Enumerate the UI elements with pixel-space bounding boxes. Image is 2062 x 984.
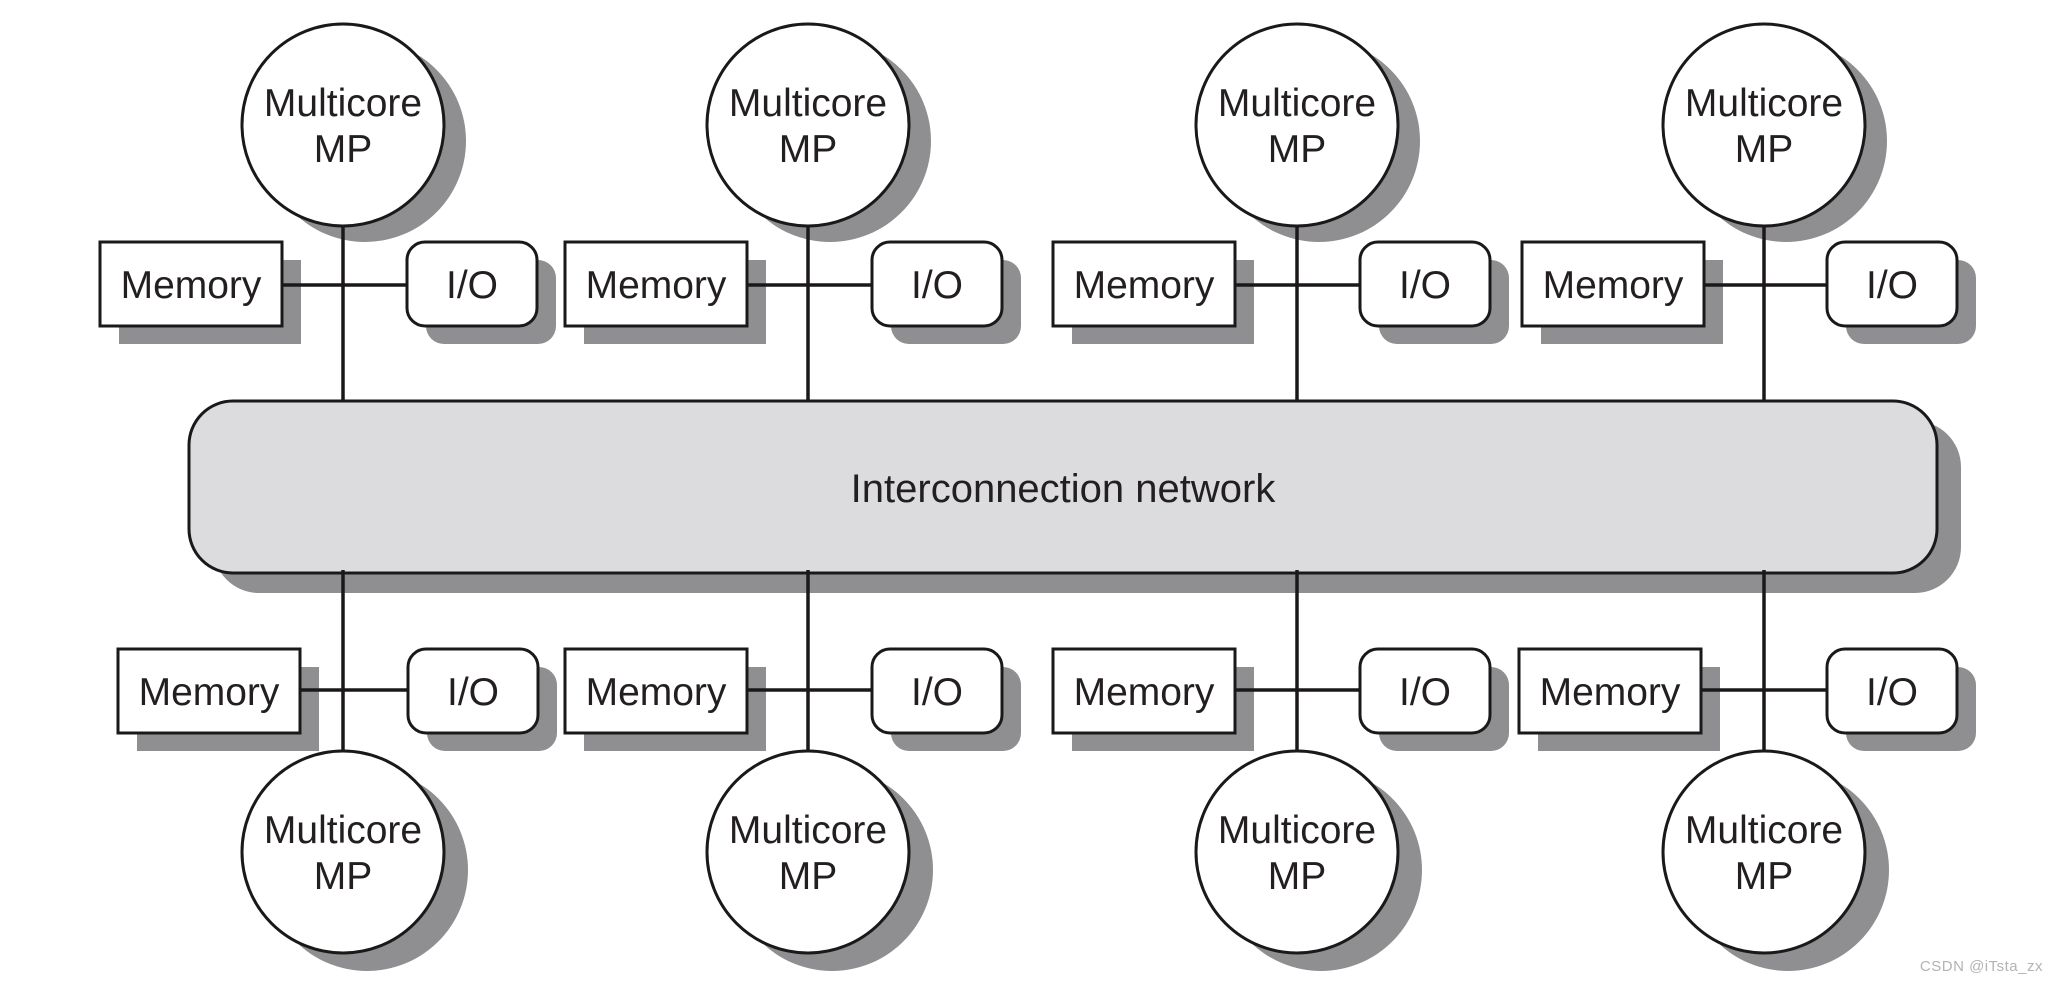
multicore-node — [1194, 749, 1400, 955]
cluster-bottom-1: Memory I/O Multicore MP — [116, 570, 557, 971]
multicore-label-line2: MP — [314, 128, 373, 171]
multicore-label-line2: MP — [1735, 855, 1794, 898]
memory-label: Memory — [1540, 671, 1681, 714]
multicore-label-line1: Multicore — [729, 809, 887, 852]
memory-label: Memory — [1543, 264, 1684, 307]
multicore-label-line1: Multicore — [1685, 809, 1843, 852]
multicore-node — [705, 22, 911, 228]
io-label: I/O — [911, 671, 963, 714]
io-node — [1358, 647, 1492, 735]
multicore-label-line1: Multicore — [264, 809, 422, 852]
memory-node — [1051, 240, 1237, 328]
memory-label: Memory — [1074, 264, 1215, 307]
multicore-node — [1661, 749, 1867, 955]
io-label: I/O — [1399, 671, 1451, 714]
io-node — [870, 240, 1004, 328]
memory-node — [563, 647, 749, 735]
io-label: I/O — [1866, 671, 1918, 714]
memory-label: Memory — [121, 264, 262, 307]
cluster-bottom-4: Memory I/O Multicore MP — [1517, 570, 1976, 971]
io-label: I/O — [447, 671, 499, 714]
memory-node — [563, 240, 749, 328]
memory-node — [116, 647, 302, 735]
interconnect-bar — [187, 399, 1939, 575]
interconnection-network: Interconnection network — [187, 399, 1961, 593]
cluster-bottom-3: Memory I/O Multicore MP — [1051, 570, 1509, 971]
memory-label: Memory — [586, 264, 727, 307]
cluster-top-2: Memory I/O Multicore MP — [563, 22, 1021, 404]
cluster-bottom-2: Memory I/O Multicore MP — [563, 570, 1021, 971]
io-node — [1358, 240, 1492, 328]
cluster-top-3: Memory I/O Multicore MP — [1051, 22, 1509, 404]
multicore-label-line1: Multicore — [1218, 809, 1376, 852]
multicore-label-line1: Multicore — [264, 82, 422, 125]
multicore-node — [705, 749, 911, 955]
memory-label: Memory — [139, 671, 280, 714]
multicore-label-line2: MP — [1268, 855, 1327, 898]
cluster-top-1: Memory I/O Multicore MP — [98, 22, 556, 404]
io-label: I/O — [1866, 264, 1918, 307]
io-node — [406, 647, 540, 735]
multicore-label-line2: MP — [1268, 128, 1327, 171]
multicore-node — [240, 749, 446, 955]
multicore-label-line1: Multicore — [729, 82, 887, 125]
multicore-node — [1194, 22, 1400, 228]
cluster-top-4: Memory I/O Multicore MP — [1520, 22, 1976, 404]
memory-label: Memory — [586, 671, 727, 714]
multicore-node — [240, 22, 446, 228]
multicore-node — [1661, 22, 1867, 228]
io-node — [405, 240, 539, 328]
watermark-text: CSDN @iTsta_zx — [1919, 958, 2043, 975]
memory-node — [98, 240, 284, 328]
io-node — [870, 647, 1004, 735]
memory-node — [1520, 240, 1706, 328]
io-label: I/O — [911, 264, 963, 307]
io-node — [1825, 647, 1959, 735]
io-node — [1825, 240, 1959, 328]
interconnect-label: Interconnection network — [851, 467, 1277, 511]
memory-label: Memory — [1074, 671, 1215, 714]
multicore-label-line2: MP — [1735, 128, 1794, 171]
memory-node — [1051, 647, 1237, 735]
memory-node — [1517, 647, 1703, 735]
io-label: I/O — [1399, 264, 1451, 307]
multicore-label-line1: Multicore — [1218, 82, 1376, 125]
multicore-label-line2: MP — [779, 855, 838, 898]
multicore-label-line2: MP — [314, 855, 373, 898]
multicore-label-line1: Multicore — [1685, 82, 1843, 125]
multicore-label-line2: MP — [779, 128, 838, 171]
io-label: I/O — [446, 264, 498, 307]
